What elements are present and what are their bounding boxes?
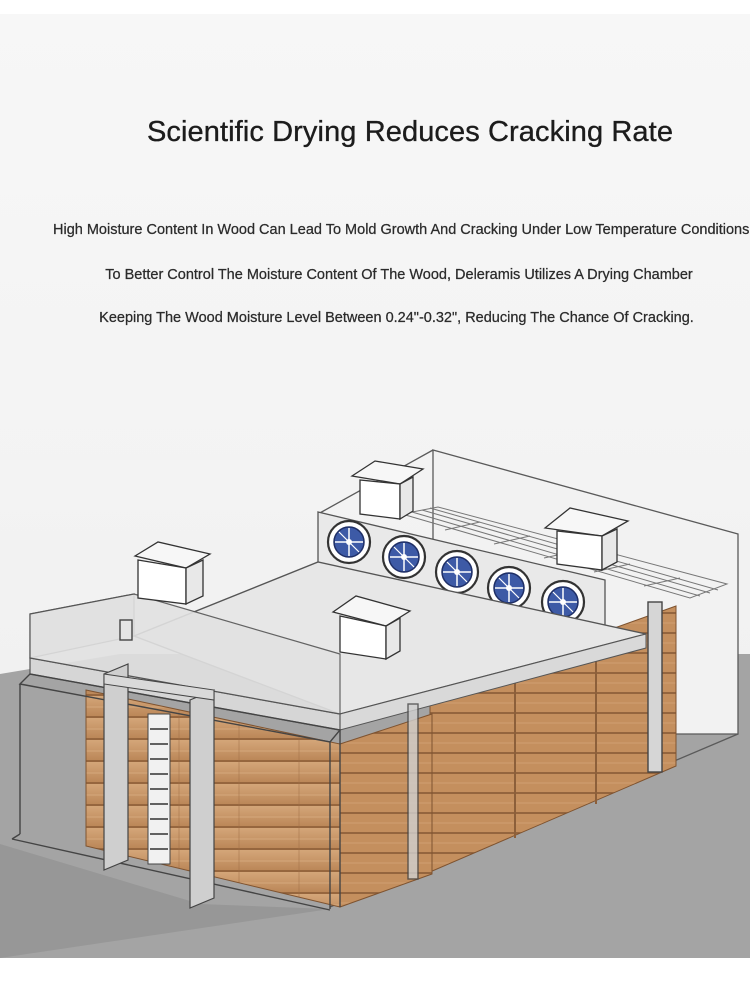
roof-vent-icon [350,460,425,521]
entry-door [103,663,215,909]
description-line-2: To Better Control The Moisture Content O… [105,267,693,283]
fan-icon [381,534,427,580]
roof-vent-icon [133,541,212,606]
description-line-3: Keeping The Wood Moisture Level Between … [99,310,694,326]
drying-chamber-illustration [0,449,750,958]
content-panel: Scientific Drying Reduces Cracking Rate … [0,14,750,958]
fan-icon [486,565,532,611]
fan-icon [326,519,372,565]
page-title: Scientific Drying Reduces Cracking Rate [146,116,674,148]
fan-bank [317,511,606,637]
chamber-glass-walls [11,601,663,911]
roof-vent-icon [543,507,630,572]
description-line-1: High Moisture Content In Wood Can Lead T… [53,222,750,238]
fan-icon [434,549,480,595]
roof-vent-icon [331,595,412,661]
fan-icon [540,579,586,625]
